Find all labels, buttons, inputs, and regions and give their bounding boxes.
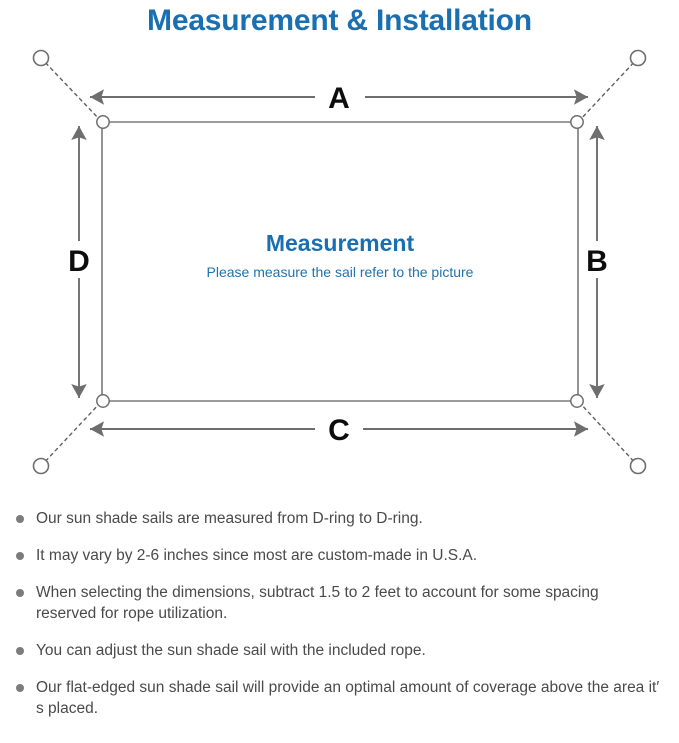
list-item: Our flat-edged sun shade sail will provi…: [14, 677, 661, 719]
list-item: It may vary by 2-6 inches since most are…: [14, 545, 661, 566]
anchor-point-bottom-right: [629, 457, 647, 475]
dimension-label-a: A: [328, 82, 350, 115]
dimension-label-d: D: [68, 245, 90, 278]
rope-top-left: [40, 57, 102, 122]
rope-top-right: [578, 57, 639, 122]
rope-bottom-left: [40, 401, 102, 467]
d-ring-bottom-left: [96, 394, 110, 408]
dimension-label-b: B: [586, 245, 608, 278]
list-item: You can adjust the sun shade sail with t…: [14, 640, 661, 661]
list-item: When selecting the dimensions, subtract …: [14, 582, 661, 624]
sail-body: [101, 121, 579, 402]
anchor-point-top-right: [629, 49, 647, 67]
anchor-point-top-left: [32, 49, 50, 67]
d-ring-top-left: [96, 115, 110, 129]
diagram-center-title: Measurement: [266, 230, 415, 256]
notes-list: Our sun shade sails are measured from D-…: [0, 508, 679, 719]
rope-bottom-right: [578, 401, 639, 467]
diagram-container: A C D B Measurement Please measure the s…: [0, 38, 679, 508]
list-item: Our sun shade sails are measured from D-…: [14, 508, 661, 529]
d-ring-bottom-right: [570, 394, 584, 408]
dimension-label-c: C: [328, 414, 350, 447]
page-title: Measurement & Installation: [147, 4, 532, 37]
anchor-point-bottom-left: [32, 457, 50, 475]
diagram-center-subtitle: Please measure the sail refer to the pic…: [207, 264, 474, 280]
sail-measurement-diagram: A C D B Measurement Please measure the s…: [32, 49, 647, 475]
d-ring-top-right: [570, 115, 584, 129]
